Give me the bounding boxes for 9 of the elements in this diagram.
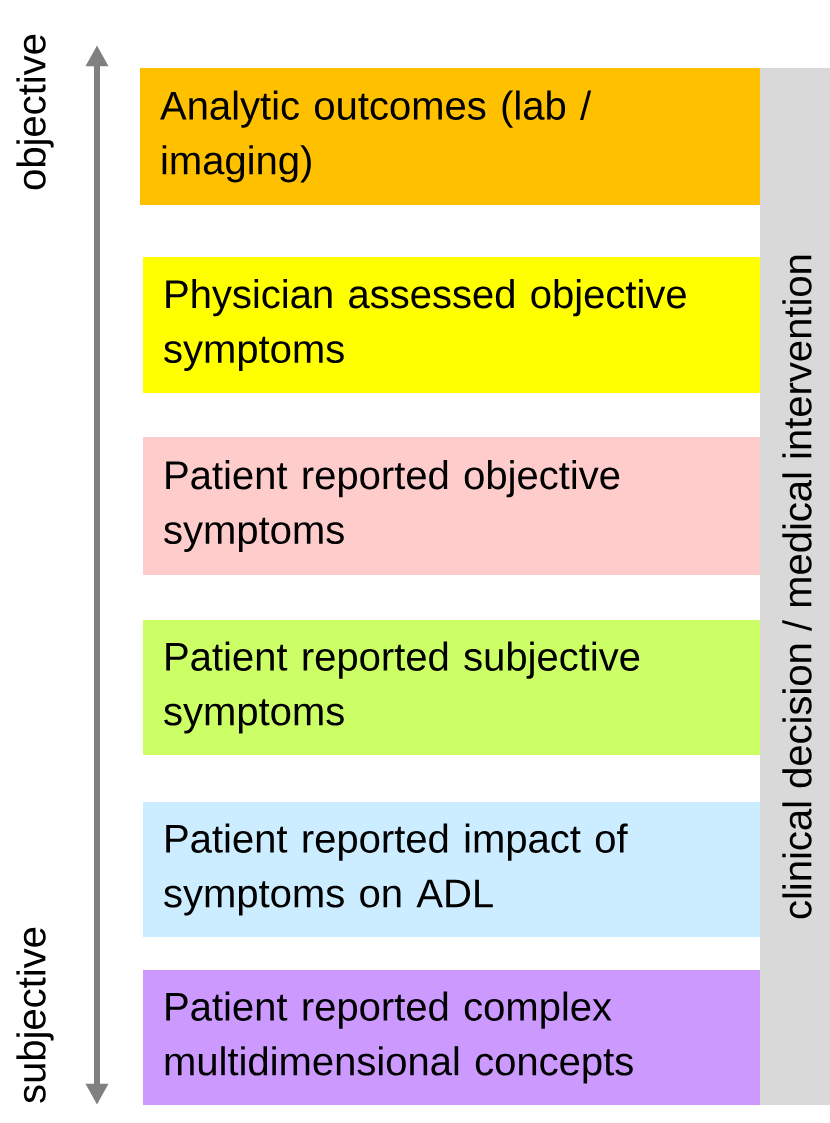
category-box: Patient reported complex multidimensional concepts bbox=[143, 970, 760, 1105]
category-box: Patient reported subjective symptoms bbox=[143, 620, 760, 755]
axis-label: subjective bbox=[16, 927, 54, 1103]
axis-label: objective bbox=[16, 34, 54, 190]
category-box: Physician assessed objective symptoms bbox=[143, 257, 760, 393]
category-box: Patient reported objective symptoms bbox=[143, 437, 760, 575]
category-box: Patient reported impact of symptoms on ADL bbox=[143, 802, 760, 937]
vertical-band: clinical decision / medical intervention bbox=[760, 68, 830, 1105]
category-box: Analytic outcomes (lab / imaging) bbox=[140, 68, 760, 205]
